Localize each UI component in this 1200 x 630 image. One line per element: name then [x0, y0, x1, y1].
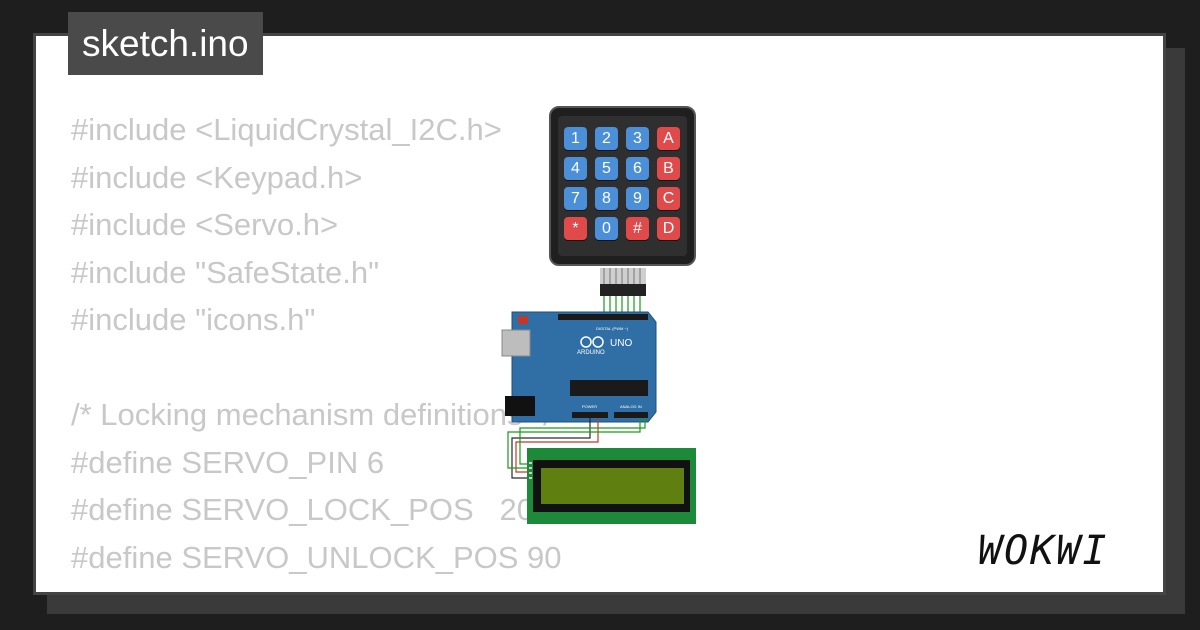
power-label: POWER: [582, 404, 597, 409]
arduino-logo-text: ARDUINO: [577, 350, 605, 356]
code-line: Servo lockServo;: [71, 587, 305, 592]
microcontroller-chip: [570, 380, 648, 396]
code-line: #define SERVO_PIN 6: [71, 444, 385, 480]
digital-label: DIGITAL (PWM ~): [596, 326, 629, 331]
keypad-key[interactable]: 2: [595, 127, 618, 150]
arduino-model-text: UNO: [610, 338, 632, 349]
power-jack: [505, 396, 535, 416]
power-header: [572, 412, 608, 418]
lcd-wires: [507, 418, 646, 479]
keypad-wires: [603, 296, 641, 314]
keypad-key[interactable]: 7: [564, 187, 587, 210]
wokwi-logo[interactable]: WOKWI: [978, 528, 1109, 574]
keypad-pins: [603, 268, 641, 284]
code-line: #include <Keypad.h>: [71, 159, 363, 195]
keypad-key[interactable]: D: [657, 217, 680, 240]
code-line: #include <Servo.h>: [71, 207, 339, 242]
keypad-key[interactable]: 9: [626, 187, 649, 210]
analog-label: ANALOG IN: [620, 404, 642, 409]
reset-button: [518, 316, 528, 324]
keypad-key[interactable]: 0: [595, 217, 618, 240]
keypad-key[interactable]: *: [564, 217, 587, 240]
keypad-key[interactable]: 4: [564, 157, 587, 180]
code-line: #define SERVO_UNLOCK_POS 90: [71, 539, 562, 575]
digital-header: [558, 314, 648, 320]
arduino-infinity-logo-left: [580, 336, 592, 348]
keypad-key[interactable]: B: [657, 157, 680, 180]
keypad-key[interactable]: 8: [595, 187, 618, 210]
code-line: #include "SafeState.h": [71, 254, 380, 290]
code-line: #define SERVO_LOCK_POS 20: [71, 492, 534, 527]
analog-header: [614, 412, 648, 418]
arduino-infinity-logo-right: [592, 336, 604, 348]
usb-port: [501, 329, 531, 357]
keypad-key[interactable]: #: [626, 217, 649, 240]
sketch-title: sketch.ino: [68, 12, 263, 75]
lcd-pins: [529, 462, 532, 479]
keypad-key[interactable]: C: [657, 187, 680, 210]
lcd-screen: [541, 468, 684, 504]
keypad-header: [600, 284, 646, 296]
keypad-connector: [600, 268, 646, 284]
keypad-key[interactable]: 6: [626, 157, 649, 180]
code-line: /* Locking mechanism definitions */: [71, 397, 552, 432]
keypad-key[interactable]: A: [657, 127, 680, 150]
code-line: #include <LiquidCrystal_I2C.h>: [71, 112, 502, 147]
circuit-diagram: ARDUINO UNO DIGITAL (PWM ~) POWER ANALOG…: [501, 268, 696, 524]
code-line: #include "icons.h": [71, 302, 316, 337]
keypad-key[interactable]: 3: [626, 127, 649, 150]
keypad-key[interactable]: 1: [564, 127, 587, 150]
keypad-key[interactable]: 5: [595, 157, 618, 180]
code-snippet: #include <LiquidCrystal_I2C.h> #include …: [71, 106, 562, 592]
